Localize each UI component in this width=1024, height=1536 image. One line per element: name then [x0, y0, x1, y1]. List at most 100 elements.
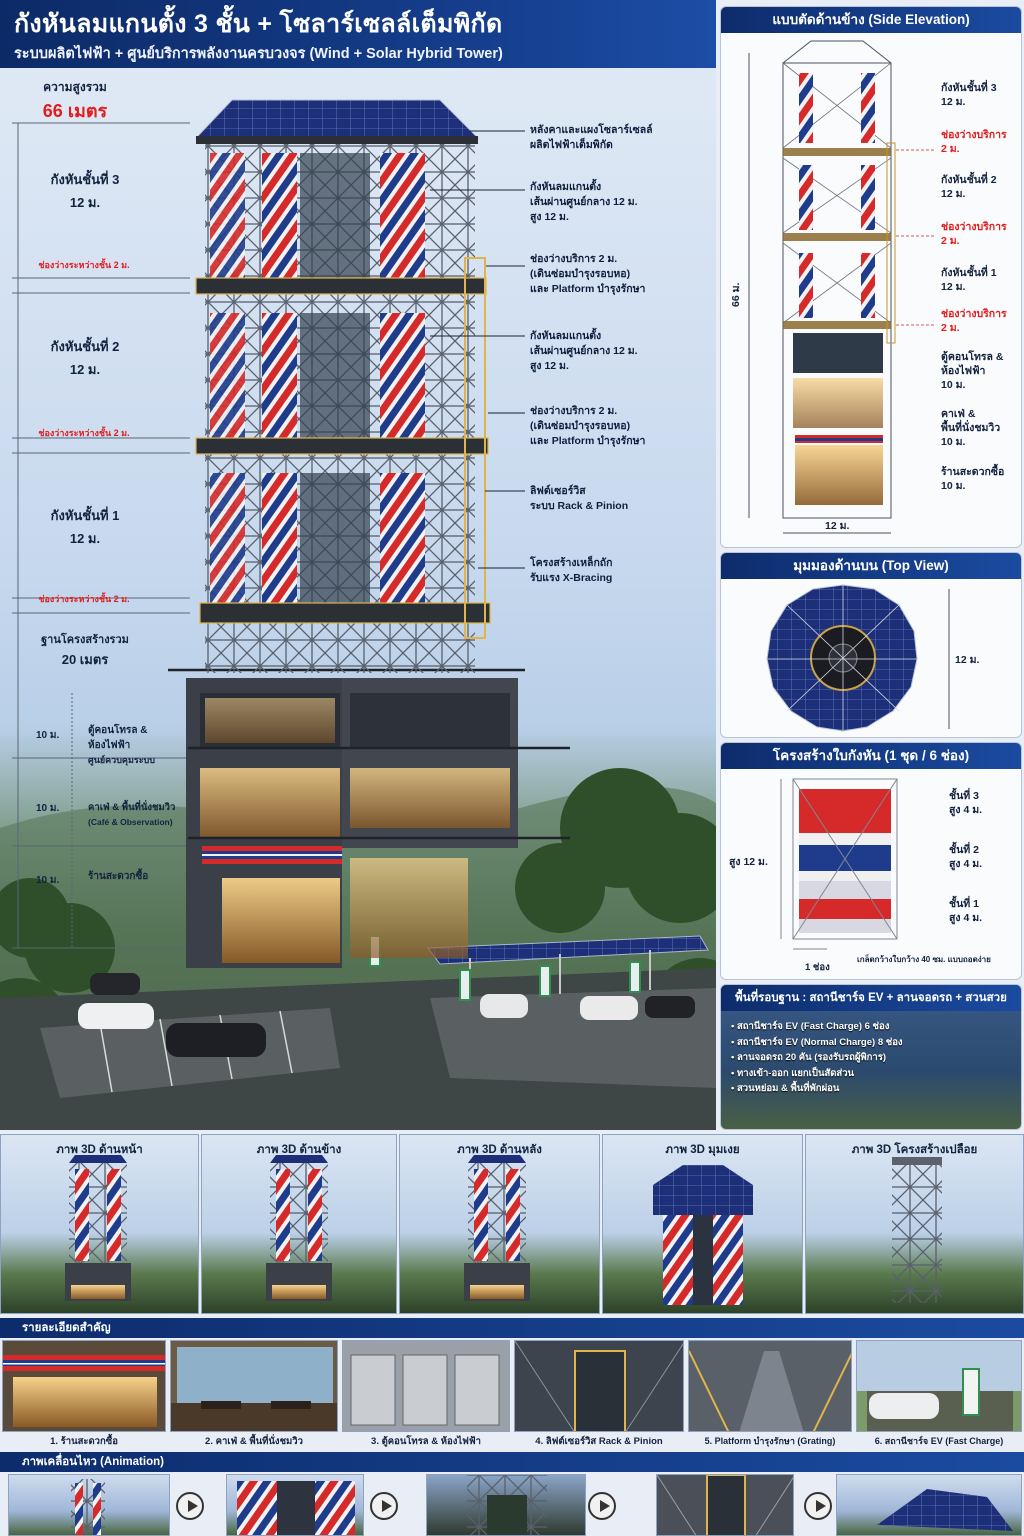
top-view-panel: มุมมองด้านบน (Top View) 12 ม.	[720, 552, 1022, 738]
detail-caption-2: 2. คาเฟ่ & พื้นที่นั่งชมวิว	[205, 1436, 303, 1447]
list-item: สวนหย่อม & พื้นที่พักผ่อน	[731, 1081, 1011, 1097]
level-3-height: 12 ม.	[69, 195, 101, 210]
view-side-image	[266, 1155, 332, 1301]
blade-structure-title: โครงสร้างใบกังหัน (1 ชุด / 6 ช่อง)	[721, 743, 1021, 769]
play-button-4[interactable]	[804, 1492, 832, 1520]
animation-frame-3[interactable]	[426, 1474, 586, 1536]
tower-scene	[0, 99, 716, 1130]
surrounding-area-title: พื้นที่รอบฐาน : สถานีชาร์จ EV + ลานจอดรถ…	[721, 985, 1021, 1011]
list-item: สถานีชาร์จ EV (Normal Charge) 8 ช่อง	[731, 1035, 1011, 1051]
side-label-gap-2-name: ช่องว่างบริการ	[941, 221, 1007, 233]
callout-5-line-3: และ Platform บำรุงรักษา	[530, 435, 646, 447]
side-elevation-panel: แบบตัดด้านข้าง (Side Elevation)	[720, 6, 1022, 548]
detail-caption-6: 6. สถานีชาร์จ EV (Fast Charge)	[874, 1436, 1004, 1446]
detail-platform-graphic	[689, 1350, 851, 1431]
view-side-title: ภาพ 3D ด้านข้าง	[256, 1144, 342, 1156]
animation-frame-5[interactable]	[836, 1474, 1022, 1536]
side-width-label: 12 ม.	[825, 520, 850, 532]
view-low-angle[interactable]: ภาพ 3D มุมเงย	[602, 1134, 803, 1314]
floor-2-height: 10 ม.	[36, 803, 60, 814]
callout-steel-truss: โครงสร้างเหล็กถัก รับแรง X-Bracing	[530, 556, 613, 586]
list-item: ลานจอดรถ 20 คัน (รองรับรถผู้พิการ)	[731, 1050, 1011, 1066]
side-label-level-2-name: กังหันชั้นที่ 2	[941, 174, 997, 186]
animation-frame-4[interactable]	[656, 1474, 794, 1536]
animation-frame-2[interactable]	[226, 1474, 364, 1536]
callout-6-line-1: ลิฟต์เซอร์วิส	[530, 485, 586, 497]
view-front[interactable]: ภาพ 3D ด้านหน้า	[0, 1134, 199, 1314]
detail-store-graphic	[3, 1355, 165, 1427]
blade-structure-panel: โครงสร้างใบกังหัน (1 ชุด / 6 ช่อง) สูง 1…	[720, 742, 1022, 980]
view-bare-structure-image	[892, 1157, 942, 1303]
callout-3-line-3: และ Platform บำรุงรักษา	[530, 283, 646, 295]
view-bare-structure-title: ภาพ 3D โครงสร้างเปลือย	[851, 1144, 978, 1156]
detail-platform-image[interactable]	[688, 1340, 852, 1432]
side-label-gap-2-value: 2 ม.	[941, 235, 960, 247]
side-label-cafe-value: พื้นที่นั่งชมวิว	[941, 422, 1001, 434]
callout-5-line-1: ช่องว่างบริการ 2 ม.	[530, 405, 618, 417]
gap-label-2: ช่องว่างระหว่างชั้น 2 ม.	[38, 428, 130, 438]
callout-7-line-2: รับแรง X-Bracing	[530, 572, 613, 584]
blade-level-2-name: ชั้นที่ 2	[949, 844, 979, 856]
top-view-drawing	[766, 584, 950, 732]
callout-7-line-1: โครงสร้างเหล็กถัก	[530, 557, 613, 569]
page-header: กังหันลมแกนตั้ง 3 ชั้น + โซลาร์เซลล์เต็ม…	[0, 0, 716, 68]
detail-lift-image[interactable]	[514, 1340, 684, 1432]
base-value: 20 เมตร	[61, 652, 109, 667]
callout-turbine-3: กังหันลมแกนตั้ง เส้นผ่านศูนย์กลาง 12 ม. …	[530, 180, 638, 225]
floor-3-note: ตู้คอนโทรล & ห้องไฟฟ้า ศูนย์ควบคุมระบบ	[88, 723, 155, 768]
side-label-store-value: 10 ม.	[941, 480, 966, 492]
side-label-gap-2: ช่องว่างบริการ 2 ม.	[941, 220, 1007, 248]
level-1-name: กังหันชั้นที่ 1	[50, 508, 120, 523]
callout-2-line-3: สูง 12 ม.	[530, 211, 569, 223]
floor-2-note: คาเฟ่ & พื้นที่นั่งชมวิว (Café & Observa…	[88, 800, 175, 830]
callout-1-line-1: หลังคาและแผงโซลาร์เซลล์	[530, 124, 653, 136]
play-button-1[interactable]	[176, 1492, 204, 1520]
animation-frame-1[interactable]	[8, 1474, 170, 1536]
blade-note: เกล็ดกว้างใบกว้าง 40 ซม. แบบถอดง่าย	[857, 955, 991, 964]
view-back[interactable]: ภาพ 3D ด้านหลัง	[399, 1134, 600, 1314]
view-bare-structure[interactable]: ภาพ 3D โครงสร้างเปลือย	[805, 1134, 1024, 1314]
callout-2-line-2: เส้นผ่านศูนย์กลาง 12 ม.	[530, 196, 638, 208]
callout-3-line-2: (เดินซ่อมบำรุงรอบหอ)	[530, 268, 631, 280]
view-front-image	[65, 1155, 131, 1301]
play-button-3[interactable]	[588, 1492, 616, 1520]
level-2-height: 12 ม.	[69, 362, 101, 377]
side-label-gap-1-name: ช่องว่างบริการ	[941, 308, 1007, 320]
side-label-control-value: ห้องไฟฟ้า	[941, 365, 986, 377]
detail-store-image[interactable]	[2, 1340, 166, 1432]
callout-4-line-2: เส้นผ่านศูนย์กลาง 12 ม.	[530, 345, 638, 357]
gap-label-3: ช่องว่างระหว่างชั้น 2 ม.	[38, 260, 130, 270]
detail-cafe-graphic	[171, 1347, 337, 1431]
view-back-image	[464, 1155, 530, 1301]
side-label-store-name: ร้านสะดวกซื้อ	[941, 466, 1005, 478]
animation-frame-4-graphic	[657, 1475, 793, 1535]
side-label-level-3-name: กังหันชั้นที่ 3	[941, 82, 997, 94]
detail-lift-graphic	[515, 1341, 683, 1431]
level-3-name: กังหันชั้นที่ 3	[50, 172, 120, 187]
side-label-cafe-height: 10 ม.	[941, 436, 966, 448]
3d-views-strip: ภาพ 3D ด้านหน้า ภาพ 3D ด้านข้าง ภาพ 3D ด…	[0, 1134, 1024, 1314]
floor-1-note: ร้านสะดวกซื้อ	[88, 869, 148, 884]
detail-ev-charger-graphic	[857, 1341, 1021, 1431]
side-label-gap-3-name: ช่องว่างบริการ	[941, 129, 1007, 141]
detail-ev-charger-image[interactable]	[856, 1340, 1022, 1432]
detail-control-room-graphic	[350, 1354, 500, 1426]
view-side[interactable]: ภาพ 3D ด้านข้าง	[201, 1134, 397, 1314]
base-label: ฐานโครงสร้างรวม	[41, 634, 129, 646]
side-label-level-1-value: 12 ม.	[941, 281, 966, 293]
animation-frame-5-graphic	[877, 1489, 1013, 1531]
gap-label-1: ช่องว่างระหว่างชั้น 2 ม.	[38, 594, 130, 604]
detail-control-room-image[interactable]	[342, 1340, 510, 1432]
view-low-angle-title: ภาพ 3D มุมเงย	[665, 1144, 740, 1156]
detail-cafe-image[interactable]	[170, 1340, 338, 1432]
side-label-level-3-value: 12 ม.	[941, 96, 966, 108]
list-item: สถานีชาร์จ EV (Fast Charge) 6 ช่อง	[731, 1019, 1011, 1035]
callout-service-gap-1: ช่องว่างบริการ 2 ม. (เดินซ่อมบำรุงรอบหอ)…	[530, 252, 645, 297]
play-button-2[interactable]	[370, 1492, 398, 1520]
